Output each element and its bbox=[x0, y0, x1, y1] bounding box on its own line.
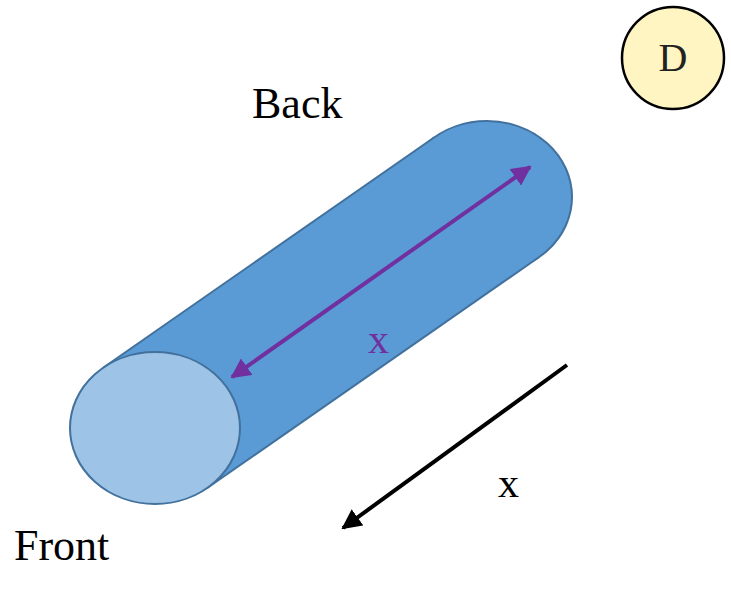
length-arrow bbox=[232, 167, 530, 377]
direction-label: x bbox=[498, 462, 519, 504]
circle-node: D bbox=[620, 5, 726, 111]
body-edge bbox=[207, 257, 539, 488]
length-label: x bbox=[368, 318, 389, 360]
body-edge bbox=[103, 137, 435, 368]
end-label: Back bbox=[252, 82, 342, 126]
node-letter: D bbox=[620, 5, 726, 111]
end-label: Front bbox=[14, 524, 109, 568]
direction-arrow bbox=[343, 365, 567, 528]
front-cap bbox=[70, 352, 240, 504]
